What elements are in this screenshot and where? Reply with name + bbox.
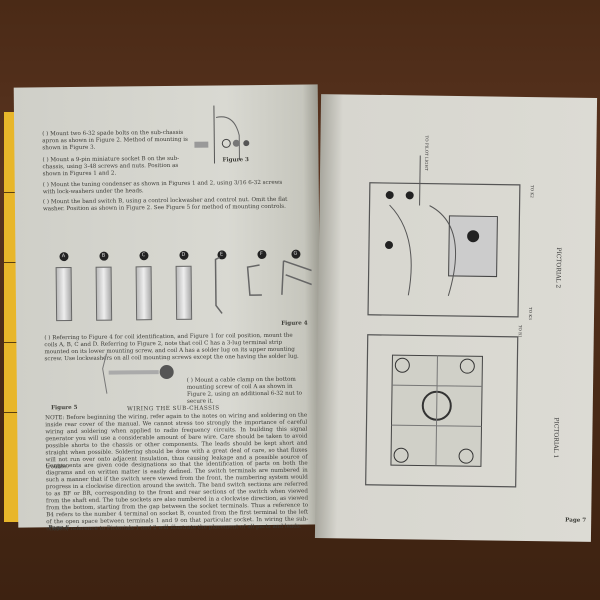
step-cable-clamp: ( ) Mount a cable clamp on the bottom mo… [186,376,303,405]
pictorial-diagrams [365,155,521,488]
figure5-caption: Figure 5 [51,404,78,412]
figure3-drawing [194,105,250,164]
pictorial1-caption: PICTORIAL 1 [552,417,560,459]
figure4-caption: Figure 4 [281,320,308,327]
section-title: WIRING THE SUB-CHASSIS [127,405,220,413]
pictorial2-caption: PICTORIAL 2 [554,247,562,289]
label-k2: TO K2 [529,185,535,198]
figure3-caption: Figure 3 [222,157,249,164]
step-spade-bolts: ( ) Mount two 6-32 spade bolts on the su… [42,129,188,152]
coil-c: C [133,241,154,321]
page-number-right: Page 7 [565,517,587,524]
step-socket: ( ) Mount a 9-pin miniature socket B on … [42,155,180,178]
brackets-drawing [214,256,313,314]
left-page: ( ) Mount two 6-32 spade bolts on the su… [13,84,323,532]
coil-a: A [53,242,74,322]
label-k3: TO K3 [527,307,534,320]
step-condenser: ( ) Mount the tuning condenser as shown … [42,179,283,196]
label-r1: TO R1 [517,324,523,338]
coil-b: B [93,242,114,321]
components-paragraph: Components are given code designations s… [45,460,309,533]
coil-d: D [173,241,194,320]
page-number-left: Page 6 [48,525,70,532]
right-page: PICTORIAL 2 PICTORIAL 1 TO PILOT LIGHT T… [314,94,598,542]
label-pilot-light: TO PILOT LIGHT [424,135,430,171]
figure5-drawing [102,353,174,394]
step-band-switch: ( ) Mount the band switch B, using a con… [42,196,288,213]
